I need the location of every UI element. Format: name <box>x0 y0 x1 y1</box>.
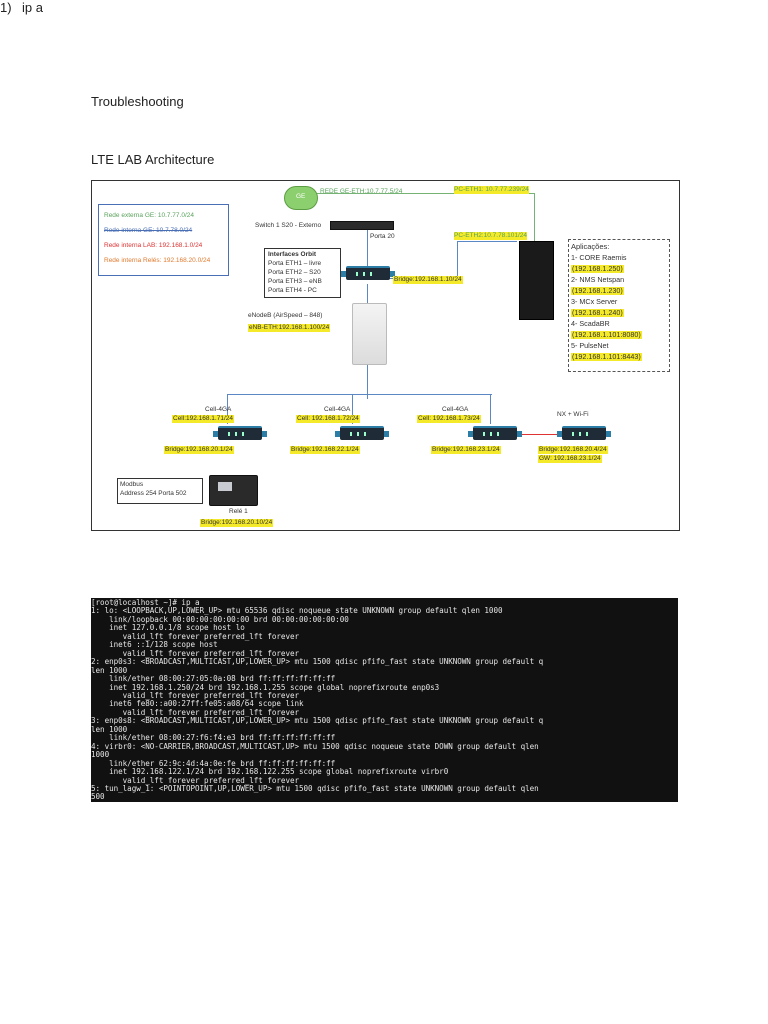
terminal-line: 3: enp0s8: <BROADCAST,MULTICAST,UP,LOWER… <box>91 716 544 726</box>
app-3-ip: (192.168.1.240) <box>571 308 624 317</box>
cloud-label: GE <box>296 193 306 200</box>
modbus-line-1: Modbus <box>120 481 144 488</box>
terminal-line: 1000 <box>91 750 110 760</box>
document-heading: Troubleshooting <box>91 94 184 109</box>
rele-bridge: Bridge:192.168.20.10/24 <box>200 519 274 527</box>
porta-label: Porta 20 <box>370 233 395 240</box>
enb-eth-label: eNB-ETH:192.168.1.100/24 <box>248 324 331 332</box>
terminal-line: inet 127.0.0.1/8 scope host lo <box>109 623 245 633</box>
terminal-line: 1: lo: <LOOPBACK,UP,LOWER_UP> mtu 65536 … <box>91 606 503 616</box>
cell-2-name: Cell-4GA <box>324 406 351 413</box>
terminal-line: valid_lft forever preferred_lft forever <box>122 707 300 717</box>
cell-3-bridge: Bridge:192.168.23.1/24 <box>431 446 501 454</box>
interface-eth2: Porta ETH2 – S20 <box>268 269 321 276</box>
terminal-line: valid_lft forever preferred_lft forever <box>122 631 300 641</box>
pc-eth2-label: PC-ETH2:10.7.78.101/24 <box>454 232 527 240</box>
modbus-line-2: Address 254 Porta 502 <box>120 490 187 497</box>
terminal-line: inet6 fe80::a00:27ff:fe05:a08/64 scope l… <box>109 699 304 709</box>
modbus-box <box>117 478 203 504</box>
app-4-ip: (192.168.1.101:8080) <box>571 330 642 339</box>
terminal-line: inet6 ::1/128 scope host <box>109 640 218 650</box>
terminal-line: [root@localhost ~]# ip a <box>91 598 200 607</box>
interfaces-box <box>264 248 341 298</box>
terminal-line: inet 192.168.122.1/24 brd 192.168.122.25… <box>109 767 449 777</box>
terminal-line: 500 <box>91 792 105 802</box>
cloud-icon: GE <box>284 186 318 210</box>
terminal-line: link/ether 08:00:27:05:0a:08 brd ff:ff:f… <box>109 674 336 684</box>
terminal-line: valid_lft forever preferred_lft forever <box>122 775 300 785</box>
legend-box <box>98 204 229 276</box>
interfaces-title: Interfaces Orbit <box>268 251 317 258</box>
cell-2-router-icon <box>335 426 389 440</box>
orbit-router-icon <box>341 266 395 280</box>
app-1-ip: (192.168.1.250) <box>571 264 624 273</box>
cell-1-ip: Cell:192.168.1.71/24 <box>172 415 234 423</box>
terminal-line: link/ether 62:9c:4d:4a:0e:fe brd ff:ff:f… <box>109 758 336 768</box>
interface-eth3: Porta ETH3 – eNB <box>268 278 322 285</box>
rede-ge-label: REDE GE-ETH:10.7.77.5/24 <box>320 188 403 195</box>
terminal-line: 5: tun_lagw_1: <POINTOPOINT,UP,LOWER_UP>… <box>91 783 539 793</box>
applications-box <box>568 239 670 372</box>
apps-title: Aplicações: <box>571 242 610 251</box>
pc-eth1-label: PC-ETH1: 10.7.77.239/24 <box>454 186 529 194</box>
relay-device-icon <box>209 475 258 506</box>
nx-router-icon <box>557 426 611 440</box>
legend-internal-lab: Rede interna LAB: 192.168.1.0/24 <box>104 242 203 249</box>
enodeb-label: eNodeB (AirSpeed – 848) <box>248 312 323 319</box>
terminal-line: valid_lft forever preferred_lft forever <box>122 648 300 658</box>
interface-eth4: Porta ETH4 - PC <box>268 287 317 294</box>
cell-3-router-icon <box>468 426 522 440</box>
nx-gw: GW: 192.168.23.1/24 <box>538 455 602 463</box>
step-label: ip a <box>22 0 43 15</box>
cell-1-name: Cell-4GA <box>205 406 232 413</box>
rele-name: Relé 1 <box>229 508 248 515</box>
switch-icon <box>330 221 394 230</box>
network-diagram: Rede externa GE: 10.7.77.0/24 Rede inter… <box>91 180 680 531</box>
section-heading: LTE LAB Architecture <box>91 152 215 167</box>
cell-1-bridge: Bridge:192.168.20.1/24 <box>164 446 234 454</box>
app-2-ip: (192.168.1.230) <box>571 286 624 295</box>
step-number: 1) <box>0 0 12 15</box>
cell-2-bridge: Bridge:192.168.22.1/24 <box>290 446 360 454</box>
pc-tower-icon <box>519 241 554 320</box>
legend-internal-ge: Rede interna GE: 10.7.78.0/24 <box>104 227 193 234</box>
cell-3-ip: Cell: 192.168.1.73/24 <box>417 415 481 423</box>
app-1: 1- CORE Raemis <box>571 253 627 262</box>
terminal-line: link/ether 08:00:27:f6:f4:e3 brd ff:ff:f… <box>109 733 336 743</box>
app-3: 3- MCx Server <box>571 297 618 306</box>
cell-2-ip: Cell: 192.168.1.72/24 <box>296 415 360 423</box>
nx-name: NX + Wi-Fi <box>557 411 589 418</box>
terminal-line: valid_lft forever preferred_lft forever <box>122 690 300 700</box>
cell-3-name: Cell-4GA <box>442 406 469 413</box>
enodeb-antenna-icon <box>352 303 387 365</box>
switch-label: Switch 1 S20 - Externo <box>255 222 322 229</box>
nx-bridge: Bridge:192.168.20.4/24 <box>538 446 608 454</box>
terminal-line: 2: enp0s3: <BROADCAST,MULTICAST,UP,LOWER… <box>91 657 544 667</box>
app-2: 2- NMS Netspan <box>571 275 625 284</box>
legend-internal-reles: Rede interna Relés: 192.168.20.0/24 <box>104 257 211 264</box>
terminal-line: link/loopback 00:00:00:00:00:00 brd 00:0… <box>109 614 349 624</box>
bridge-top-label: Bridge:192.168.1.10/24 <box>393 276 463 284</box>
terminal-line: 4: virbr0: <NO-CARRIER,BROADCAST,MULTICA… <box>91 741 539 751</box>
step-heading: 1) ip a <box>0 0 768 15</box>
terminal-line: len 1000 <box>91 724 128 734</box>
cell-1-router-icon <box>213 426 267 440</box>
terminal-text: [root@localhost ~]# ip a 1: lo: <LOOPBAC… <box>91 598 678 802</box>
legend-external-ge: Rede externa GE: 10.7.77.0/24 <box>104 212 194 219</box>
terminal-output: [root@localhost ~]# ip a 1: lo: <LOOPBAC… <box>91 598 678 802</box>
interface-eth1: Porta ETH1 – livre <box>268 260 322 267</box>
terminal-line: inet 192.168.1.250/24 brd 192.168.1.255 … <box>109 682 440 692</box>
terminal-line: len 1000 <box>91 665 128 675</box>
app-5: 5- PulseNet <box>571 341 609 350</box>
app-5-ip: (192.168.1.101:8443) <box>571 352 642 361</box>
app-4: 4- ScadaBR <box>571 319 610 328</box>
